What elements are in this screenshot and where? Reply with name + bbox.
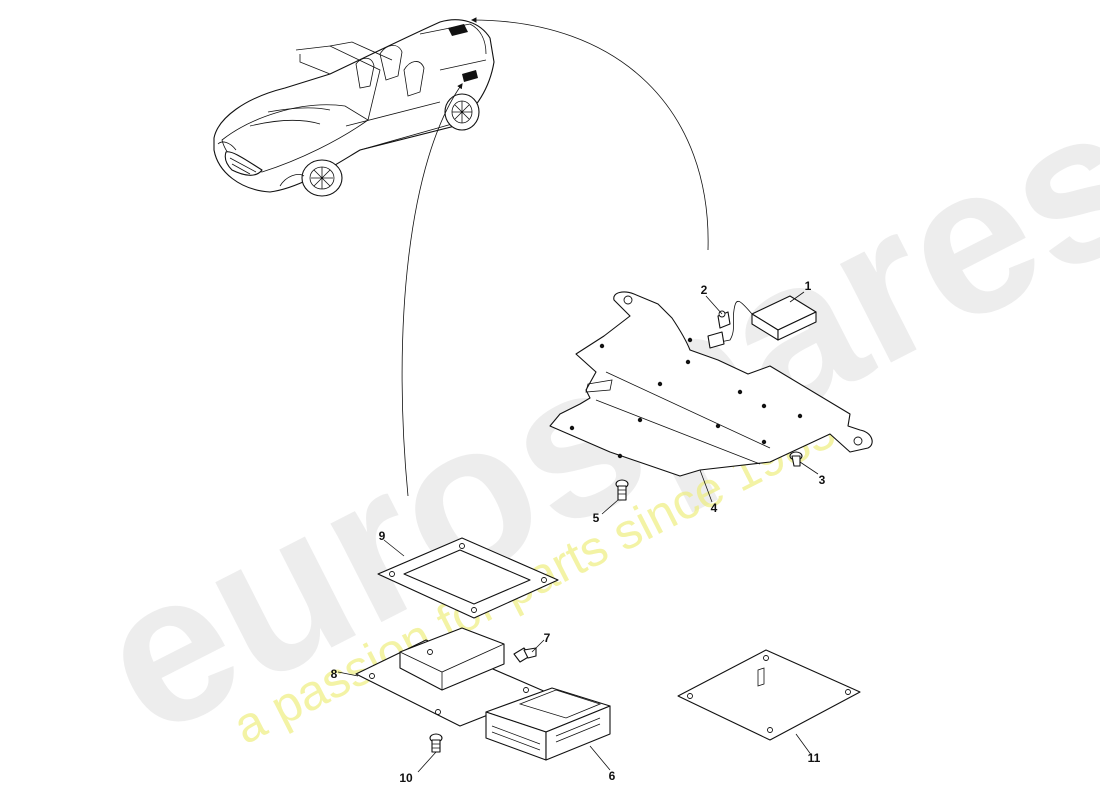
arrow-to-side-location — [401, 83, 463, 497]
callout-3: 3 — [819, 473, 826, 487]
callout-labels: 1 2 3 4 5 6 7 8 9 10 11 — [331, 279, 826, 785]
arrow-to-rear-location — [470, 17, 709, 251]
location-arrows — [401, 17, 709, 497]
callout-5: 5 — [593, 511, 600, 525]
car-illustration — [213, 19, 495, 197]
callout-2: 2 — [701, 283, 708, 297]
bolt-part-5 — [615, 479, 629, 501]
electronic-control-unit — [485, 687, 611, 761]
mounting-bracket — [355, 627, 547, 727]
callout-9: 9 — [379, 529, 386, 543]
callout-4: 4 — [711, 501, 718, 515]
callout-7: 7 — [544, 631, 551, 645]
callout-1: 1 — [805, 279, 812, 293]
bolt-part-10 — [429, 733, 443, 753]
callout-8: 8 — [331, 667, 338, 681]
control-module — [707, 295, 817, 349]
screw-part-7 — [513, 647, 537, 663]
gasket-frame — [377, 537, 559, 619]
mounting-plate — [549, 291, 873, 477]
cover-plate — [677, 649, 861, 741]
screw-part-3 — [789, 451, 803, 467]
callout-leaders — [337, 291, 819, 773]
callout-10: 10 — [399, 771, 413, 785]
callout-11: 11 — [808, 751, 821, 765]
callout-6: 6 — [609, 769, 616, 783]
